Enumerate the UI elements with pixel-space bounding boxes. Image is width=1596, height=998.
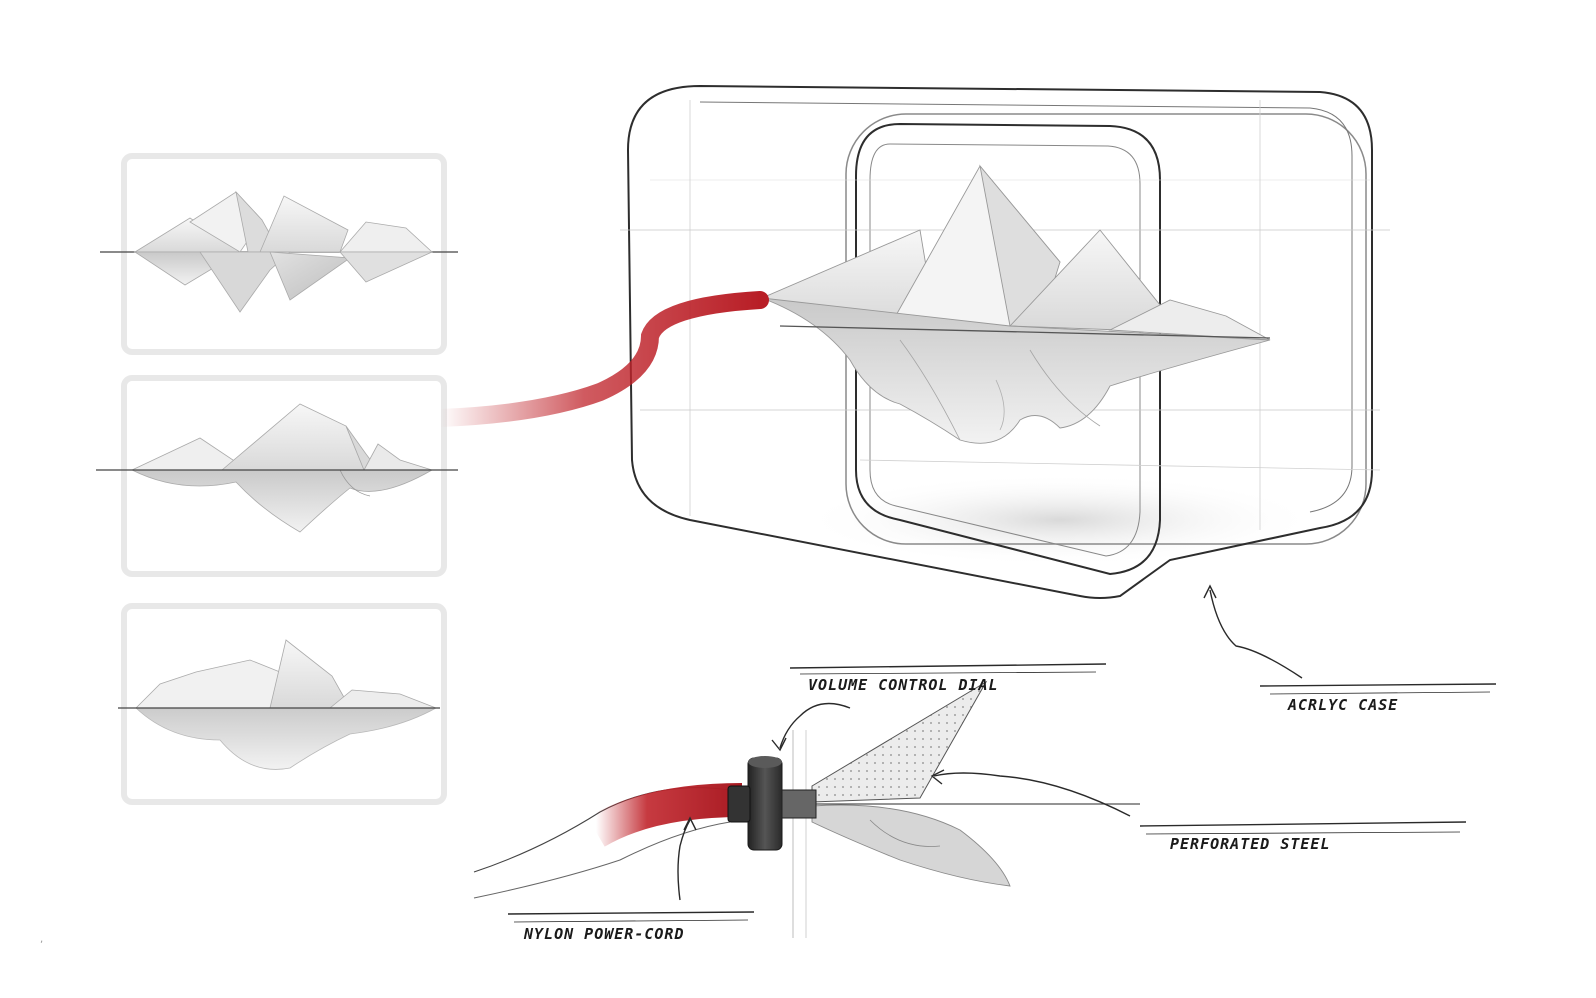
callout-acrylic-case: ACRLYC CASE xyxy=(1288,696,1399,714)
callout-volume-control-dial: VOLUME CONTROL DIAL xyxy=(808,676,999,694)
callout-leaders xyxy=(507,584,1497,923)
speaker-sculpture xyxy=(760,164,1271,444)
acrylic-case xyxy=(620,84,1390,599)
variant-panel-3 xyxy=(118,603,447,805)
variant-panel-2 xyxy=(96,375,458,577)
volume-dial xyxy=(747,757,783,851)
detail-assembly xyxy=(473,680,1140,938)
variant-panel-1 xyxy=(100,153,458,355)
stray-mark: , xyxy=(40,934,43,945)
power-cord-main xyxy=(431,291,769,427)
callout-perforated-steel: PERFORATED STEEL xyxy=(1170,835,1331,853)
callout-nylon-power-cord: NYLON POWER-CORD xyxy=(524,925,685,943)
